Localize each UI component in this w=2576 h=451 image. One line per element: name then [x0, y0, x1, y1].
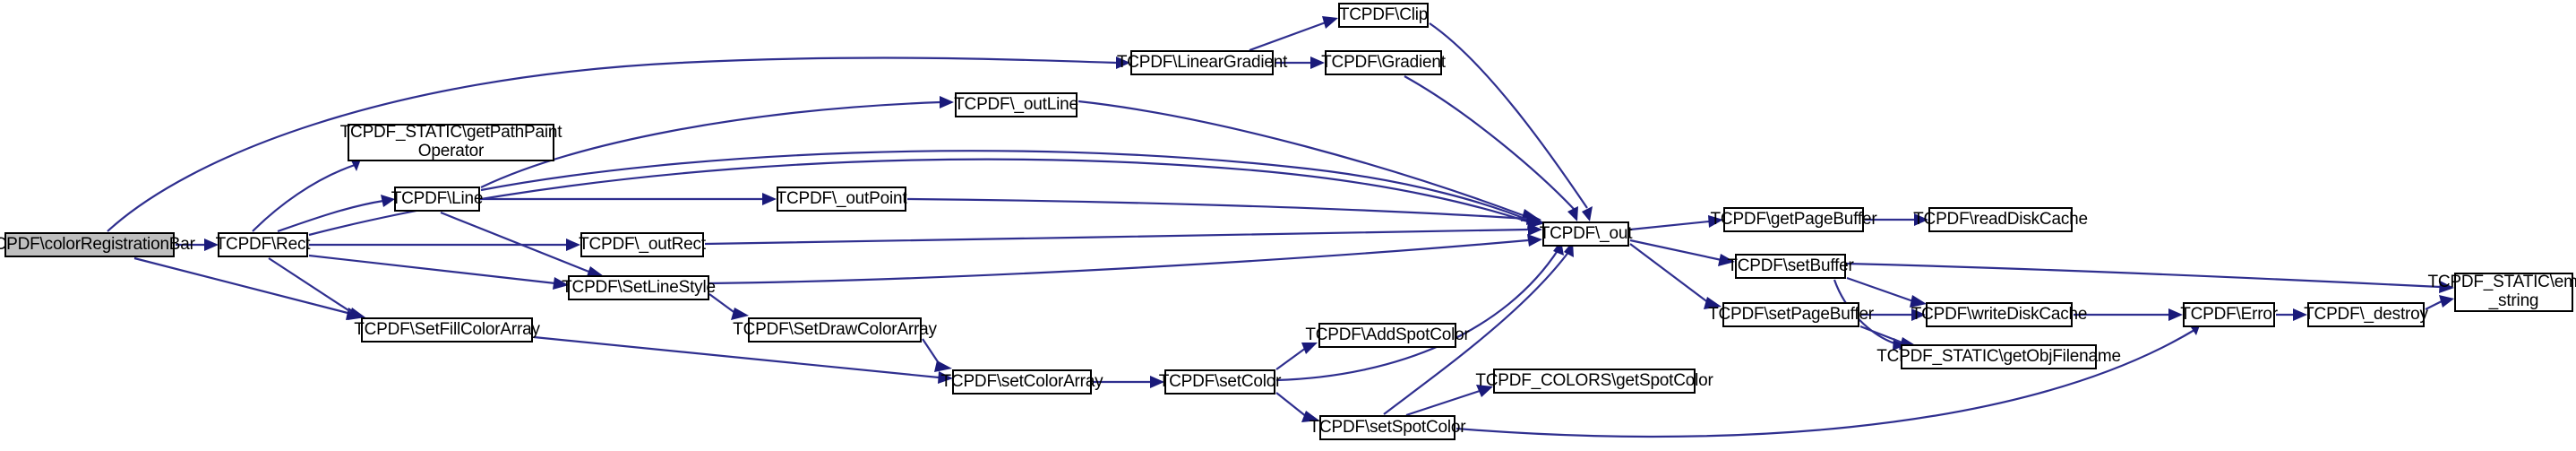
node-Gradient[interactable]: TCPDF\Gradient: [1321, 50, 1446, 75]
arrowhead-Line-outLine: [940, 96, 954, 108]
node-colorRegistrationBar[interactable]: TCPDF\colorRegistrationBar: [0, 232, 195, 257]
edge-setSpotColor-Error: [1455, 329, 2195, 438]
edge-setColor-AddSpotColor: [1275, 347, 1307, 370]
arrowhead-colorRegistrationBar-LinearGradient: [1116, 56, 1130, 69]
edge-SetLineStyle-out: [708, 239, 1529, 285]
arrowhead-Rect-outRect: [566, 239, 580, 251]
edge-outRect-out: [704, 228, 1529, 246]
arrowhead-writeDiskCache-Error: [2168, 308, 2183, 321]
arrowhead-out-getPageBuffer: [1708, 215, 1723, 228]
edge-outPoint-out: [906, 197, 1528, 221]
node-setPageBuffer[interactable]: TCPDF\setPageBuffer: [1708, 302, 1874, 327]
node-Rect[interactable]: TCPDF\Rect: [216, 232, 311, 257]
edge-setBuffer-getObjFilename: [1833, 279, 1898, 346]
edge-Line-outLine: [480, 100, 941, 188]
arrowhead-destroy-empty_string: [2439, 295, 2454, 308]
edge-out-setBuffer: [1629, 239, 1722, 262]
arrowhead-colorRegistrationBar-Rect: [204, 239, 219, 251]
arrowhead-Rect-Line: [381, 195, 395, 207]
arrowhead-Rect-getPathPaintOperator: [350, 159, 360, 171]
node-setBuffer[interactable]: TCPDF\setBuffer: [1727, 254, 1854, 279]
edge-destroy-empty_string: [2425, 300, 2443, 310]
node-outRect[interactable]: TCPDF\_outRect: [579, 232, 706, 257]
edge-LinearGradient-Clip: [1249, 21, 1327, 52]
node-SetFillColorArray[interactable]: TCPDF\SetFillColorArray: [354, 317, 540, 343]
arrowhead-out-setPageBuffer: [1704, 297, 1722, 309]
edge-Rect-Line: [277, 199, 384, 233]
node-out[interactable]: TCPDF\_out: [1540, 221, 1632, 247]
arrowhead-setBuffer-empty_string: [2439, 281, 2454, 293]
edge-setSpotColor-getSpotColor: [1405, 389, 1481, 417]
node-Clip[interactable]: TCPDF\Clip: [1338, 3, 1429, 28]
edge-Clip-out: [1429, 22, 1588, 209]
arrowhead-Gradient-out: [1567, 206, 1578, 221]
node-empty_string[interactable]: TCPDF_STATIC\empty _string: [2427, 273, 2576, 312]
arrowhead-setColor-setSpotColor: [1301, 411, 1319, 422]
edge-outLine-out: [1078, 100, 1524, 217]
node-getPageBuffer[interactable]: TCPDF\getPageBuffer: [1711, 207, 1877, 232]
arrowhead-setPageBuffer-writeDiskCache: [1911, 308, 1926, 321]
arrowhead-setColor-AddSpotColor: [1301, 343, 1318, 354]
edge-setBuffer-empty_string: [1846, 262, 2441, 289]
edge-Rect-out: [308, 158, 1531, 237]
node-readDiskCache[interactable]: TCPDF\readDiskCache: [1913, 207, 2088, 232]
node-writeDiskCache[interactable]: TCPDF\writeDiskCache: [1911, 302, 2087, 327]
arrowhead-setBuffer-writeDiskCache: [1910, 295, 1927, 308]
arrowhead-SetFillColorArray-setColorArray: [938, 371, 953, 384]
arrowhead-SetDrawColorArray-setColorArray: [934, 360, 952, 372]
arrowhead-out-setBuffer: [1718, 254, 1735, 266]
arrowhead-LinearGradient-Gradient: [1310, 56, 1325, 69]
edge-Rect-getPathPaintOperator: [252, 163, 356, 232]
node-Error[interactable]: TCPDF\Error: [2180, 302, 2278, 327]
node-getSpotColor[interactable]: TCPDF_COLORS\getSpotColor: [1475, 369, 1713, 394]
edge-SetLineStyle-SetDrawColorArray: [708, 293, 737, 315]
node-getObjFilename[interactable]: TCPDF_STATIC\getObjFilename: [1876, 344, 2121, 369]
arrowhead-getPageBuffer-readDiskCache: [1914, 213, 1928, 226]
node-outLine[interactable]: TCPDF\_outLine: [954, 92, 1078, 117]
node-AddSpotColor[interactable]: TCPDF\AddSpotColor: [1305, 323, 1470, 348]
node-SetLineStyle[interactable]: TCPDF\SetLineStyle: [562, 275, 716, 300]
edge-SetFillColorArray-setColorArray: [533, 335, 940, 379]
edge-Rect-SetLineStyle: [308, 254, 556, 285]
edge-out-getPageBuffer: [1629, 220, 1710, 231]
arrowhead-outRect-out: [1528, 223, 1542, 236]
edge-setPageBuffer-getObjFilename: [1859, 325, 1905, 345]
edge-setColor-out: [1275, 248, 1559, 382]
arrowhead-Clip-out: [1582, 206, 1593, 221]
node-setSpotColor[interactable]: TCPDF\setSpotColor: [1309, 415, 1466, 440]
edge-Line-out: [480, 150, 1533, 223]
arrowhead-SetLineStyle-out: [1527, 234, 1542, 247]
edge-Gradient-out: [1404, 75, 1575, 210]
edge-out-setPageBuffer: [1629, 243, 1710, 304]
arrowhead-LinearGradient-Clip: [1322, 16, 1338, 29]
edge-Rect-SetFillColorArray: [268, 257, 355, 315]
node-getPathPaintOperator[interactable]: TCPDF_STATIC\getPathPaint Operator: [339, 123, 562, 161]
node-SetDrawColorArray[interactable]: TCPDF\SetDrawColorArray: [733, 317, 937, 343]
edge-setColor-setSpotColor: [1275, 392, 1308, 418]
arrowhead-setSpotColor-getSpotColor: [1476, 385, 1493, 397]
arrowhead-Line-outPoint: [762, 193, 777, 205]
arrowhead-outPoint-out: [1526, 212, 1541, 225]
node-setColorArray[interactable]: TCPDF\setColorArray: [941, 369, 1103, 395]
node-Line[interactable]: TCPDF\Line: [391, 186, 483, 212]
arrowhead-Rect-SetLineStyle: [553, 277, 569, 290]
edge-colorRegistrationBar-LinearGradient: [107, 56, 1117, 232]
arrowhead-Error-destroy: [2293, 308, 2307, 321]
edge-setSpotColor-out: [1383, 250, 1570, 415]
arrowhead-setColorArray-setColor: [1150, 376, 1164, 388]
edge-setBuffer-writeDiskCache: [1846, 276, 1914, 303]
node-destroy[interactable]: TCPDF\_destroy: [2304, 302, 2428, 327]
node-LinearGradient[interactable]: TCPDF\LinearGradient: [1117, 50, 1287, 75]
node-setColor[interactable]: TCPDF\setColor: [1159, 369, 1281, 395]
edge-Line-SetLineStyle: [440, 211, 592, 274]
node-outPoint[interactable]: TCPDF\_outPoint: [777, 186, 907, 212]
arrowhead-Rect-SetFillColorArray: [348, 308, 365, 320]
edge-colorRegistrationBar-SetFillColorArray: [133, 256, 352, 316]
arrowhead-SetLineStyle-SetDrawColorArray: [731, 308, 749, 320]
